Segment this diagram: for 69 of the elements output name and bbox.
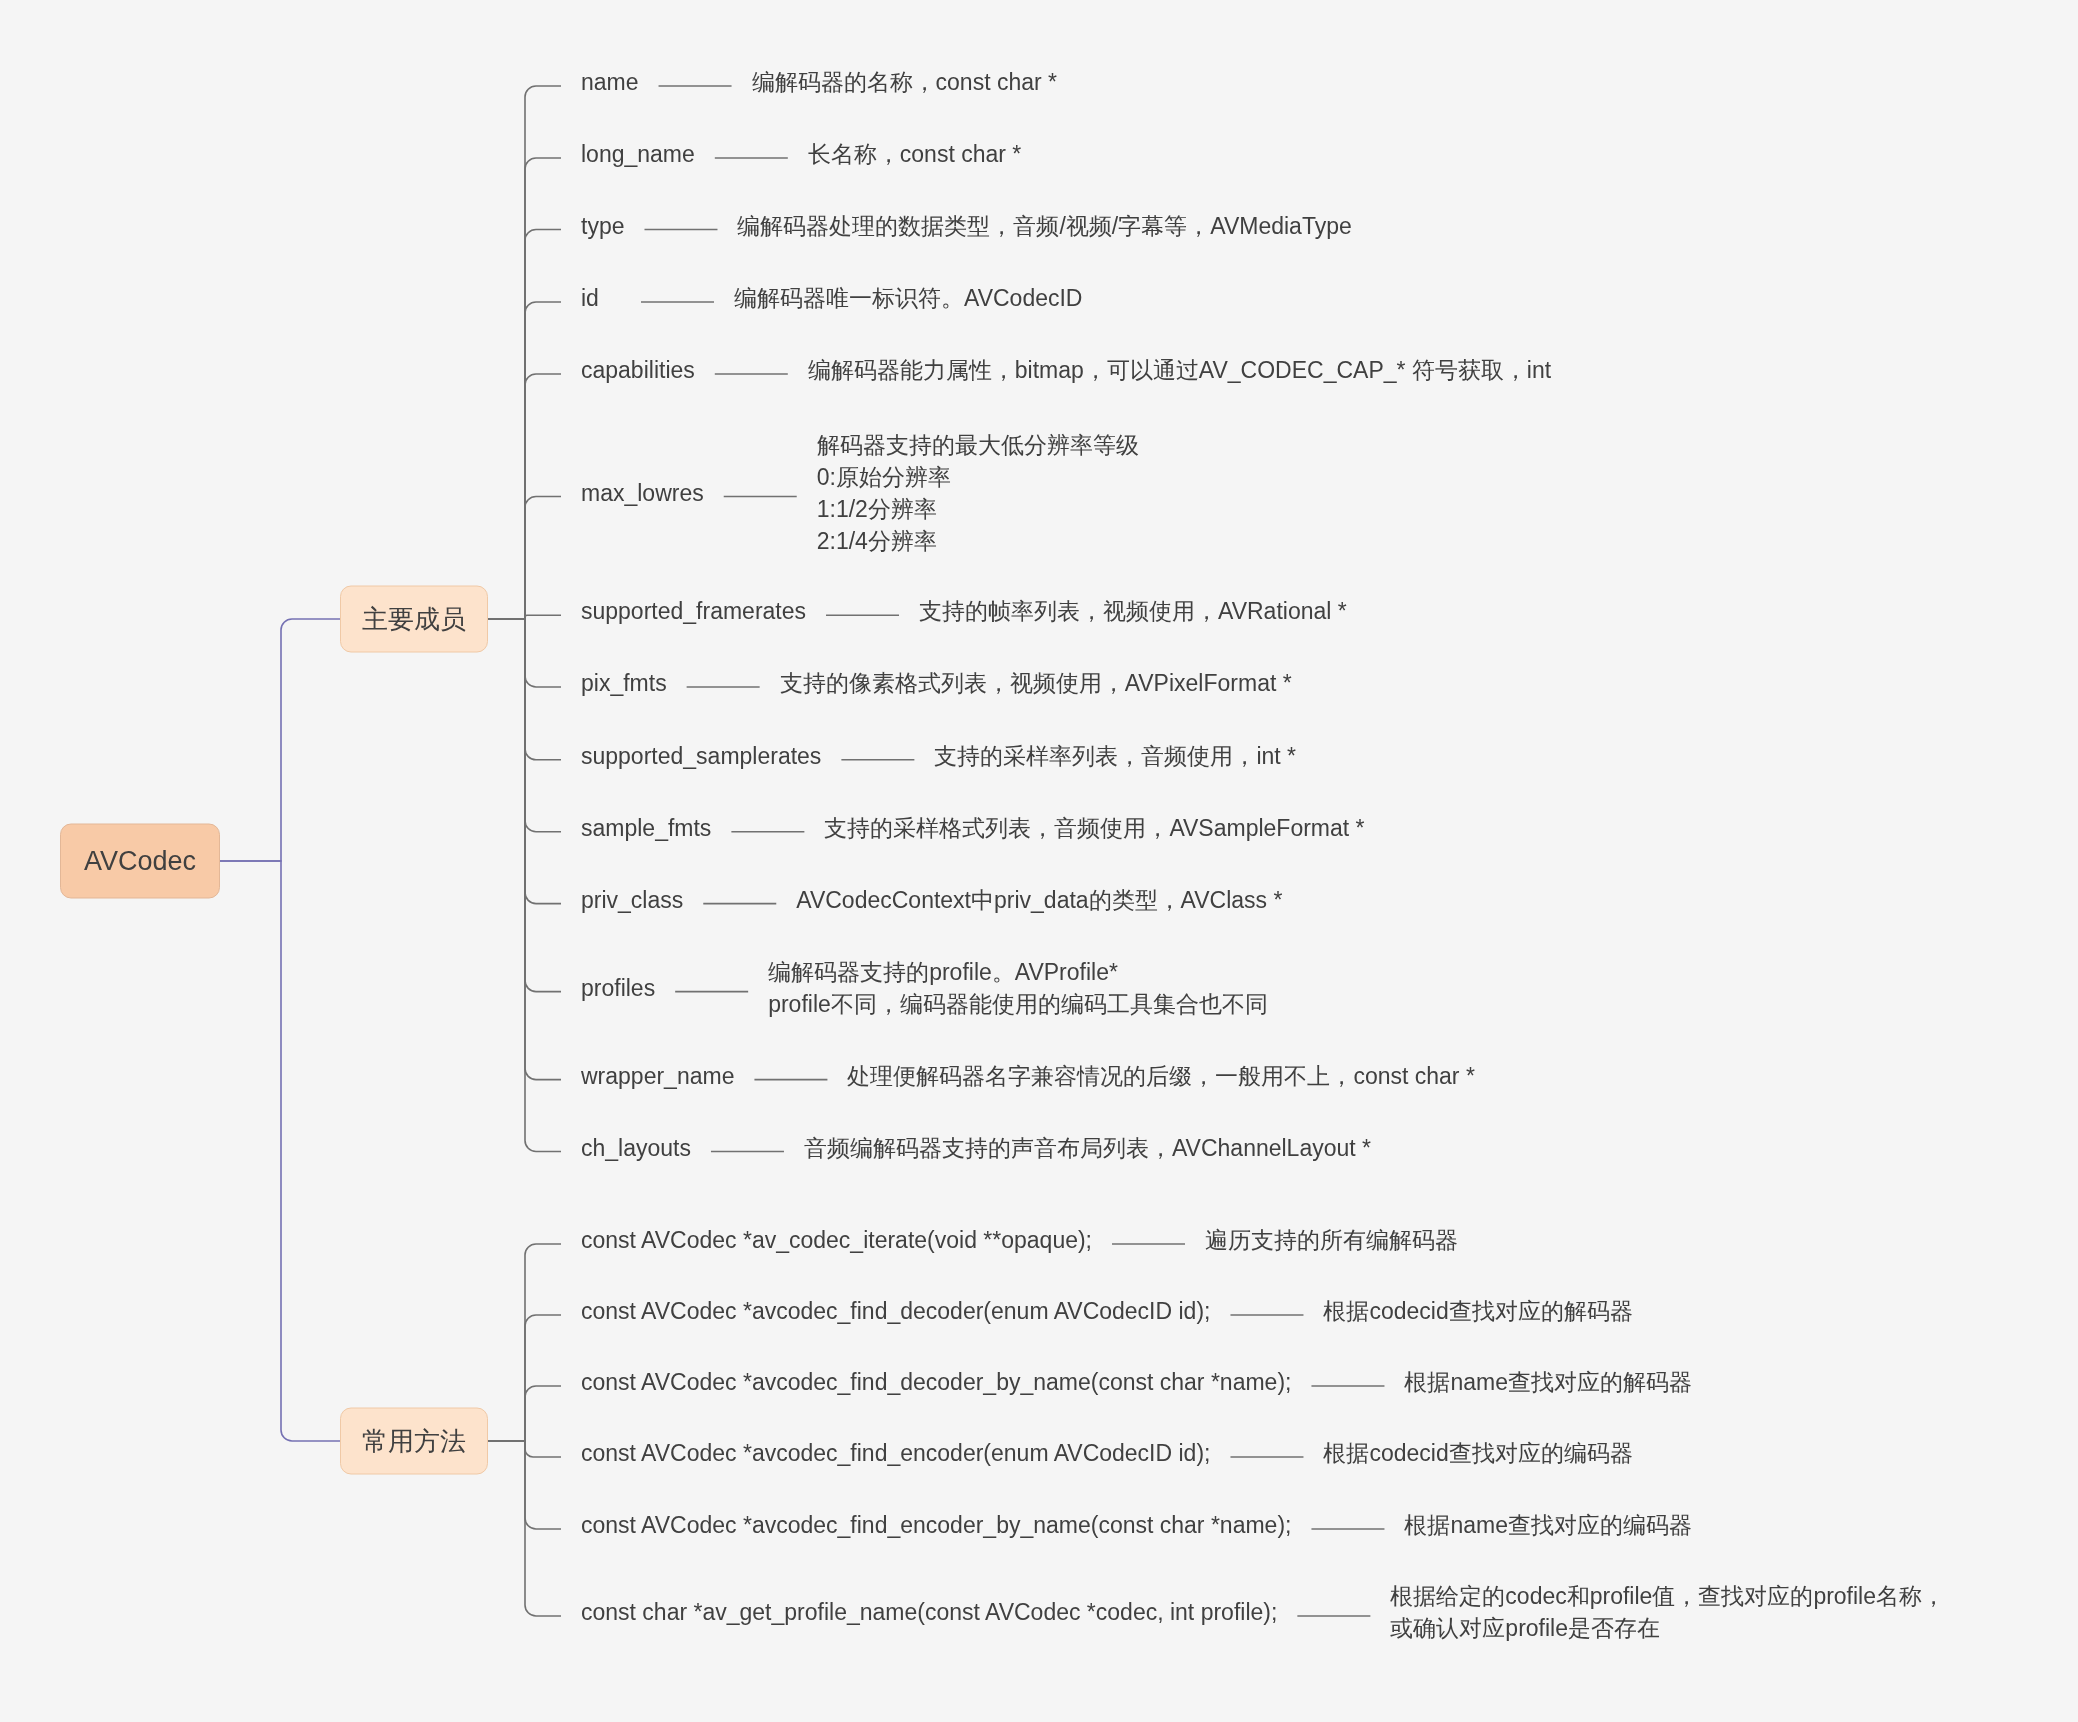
topic-label: capabilities	[581, 356, 695, 385]
description-text: 长名称，const char *	[807, 140, 1022, 169]
description-text: 支持的采样格式列表，音频使用，AVSampleFormat *	[824, 813, 1365, 843]
description-text: 根据name查找对应的解码器	[1404, 1368, 1692, 1397]
connector-line	[1229, 1314, 1305, 1316]
connector-line	[640, 301, 715, 303]
connector-line	[1310, 1528, 1386, 1530]
description-text: 根据codecid查找对应的编码器	[1323, 1439, 1633, 1468]
connector-line	[1111, 1243, 1186, 1245]
topic-label: const AVCodec *avcodec_find_decoder_by_name(const char *name);	[581, 1368, 1292, 1397]
description-text: 编解码器支持的profile。AVProfile*	[768, 957, 1118, 987]
connector-line	[714, 157, 789, 159]
topic-label: supported_samplerates	[581, 741, 822, 771]
description-text: 音频编解码器支持的声音布局列表，AVChannelLayout *	[803, 1133, 1372, 1163]
connector-line	[487, 1440, 562, 1617]
connector-line	[753, 1078, 829, 1081]
root-topic: AVCodec	[60, 823, 220, 899]
description-text: 编解码器的名称，const char *	[751, 68, 1057, 97]
branch-topic: 主要成员	[340, 585, 488, 653]
description-text: AVCodecContext中priv_data的类型，AVClass *	[796, 885, 1283, 915]
topic-label: priv_class	[581, 885, 684, 915]
connector-line	[730, 830, 806, 833]
description-text: 遍历支持的所有编解码器	[1205, 1226, 1458, 1255]
description-text: 编解码器唯一标识符。AVCodecID	[734, 284, 1083, 313]
connector-line	[722, 495, 798, 498]
connector-line	[219, 860, 341, 1442]
topic-label: profiles	[581, 973, 656, 1003]
topic-label: const AVCodec *avcodec_find_decoder(enum AVCodecID id);	[581, 1297, 1211, 1326]
description-text: 编解码器处理的数据类型，音频/视频/字幕等，AVMediaType	[737, 211, 1352, 241]
topic-label: pix_fmts	[581, 669, 667, 698]
connector-line	[710, 1150, 785, 1153]
connector-line	[1229, 1456, 1305, 1458]
description-text: 根据给定的codec和profile值，查找对应的profile名称，或确认对应profile是否存在	[1390, 1582, 1947, 1643]
connector-line	[1310, 1385, 1386, 1387]
connector-line	[714, 373, 789, 375]
topic-label: ch_layouts	[581, 1133, 691, 1163]
description-text: 2:1/4分辨率	[816, 526, 937, 556]
topic-label: const AVCodec *avcodec_find_encoder(enum AVCodecID id);	[581, 1439, 1211, 1468]
connector-line	[702, 902, 778, 905]
topic-label: type	[581, 211, 625, 241]
branch-topic: 常用方法	[340, 1407, 488, 1475]
topic-label: sample_fmts	[581, 813, 712, 843]
topic-label: name	[581, 68, 639, 97]
description-text: 根据name查找对应的编码器	[1404, 1511, 1692, 1540]
description-text: 支持的采样率列表，音频使用，int *	[934, 741, 1296, 771]
topic-label: const AVCodec *avcodec_find_encoder_by_name(const char *name);	[581, 1511, 1292, 1540]
description-text: profile不同，编码器能使用的编码工具集合也不同	[768, 989, 1268, 1019]
topic-label: wrapper_name	[581, 1061, 735, 1091]
description-text: 支持的帧率列表，视频使用，AVRational *	[919, 597, 1347, 627]
topic-label: id	[581, 284, 599, 313]
description-text: 解码器支持的最大低分辨率等级	[816, 430, 1139, 460]
connector-line	[674, 990, 749, 993]
description-text: 0:原始分辨率	[816, 462, 951, 492]
description-text: 编解码器能力属性，bitmap，可以通过AV_CODEC_CAP_* 符号获取，int	[807, 356, 1552, 385]
connector-line	[643, 228, 719, 231]
description-text: 支持的像素格式列表，视频使用，AVPixelFormat *	[779, 669, 1292, 698]
description-text: 根据codecid查找对应的解码器	[1323, 1297, 1633, 1326]
topic-label: max_lowres	[581, 478, 704, 508]
connector-line	[657, 85, 733, 87]
description-text: 1:1/2分辨率	[816, 494, 937, 524]
topic-label: const char *av_get_profile_name(const AVCodec *codec, int profile);	[581, 1598, 1278, 1627]
topic-label: const AVCodec *av_codec_iterate(void **opaque);	[581, 1226, 1092, 1255]
connector-line	[685, 686, 761, 688]
connector-line	[825, 614, 900, 617]
connector-line	[1296, 1615, 1372, 1617]
topic-label: long_name	[581, 140, 695, 169]
description-text: 处理便解码器名字兼容情况的后缀，一般用不上，const char *	[847, 1061, 1475, 1091]
topic-label: supported_framerates	[581, 597, 806, 627]
connector-line	[840, 759, 916, 761]
